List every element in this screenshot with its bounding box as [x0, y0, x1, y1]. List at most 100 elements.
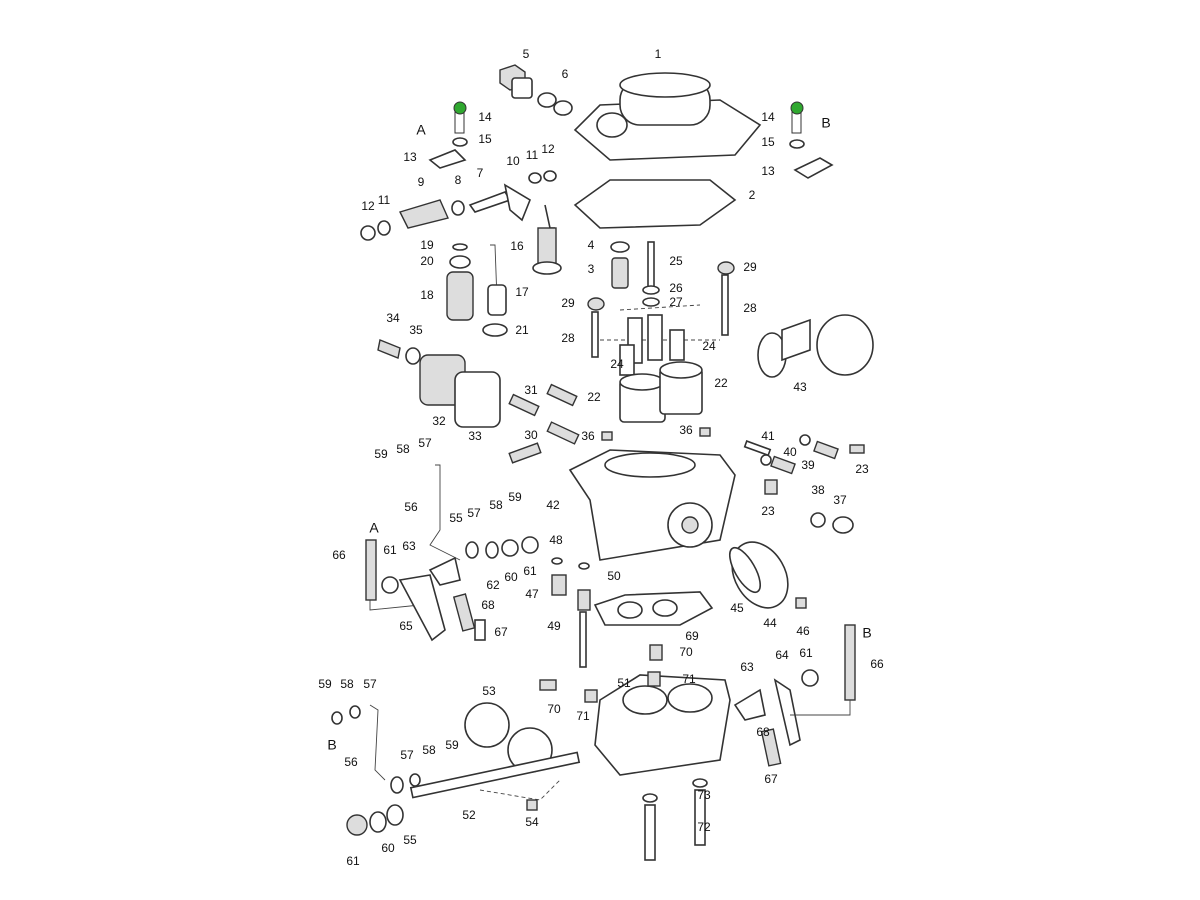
part-screw-green-b	[790, 101, 804, 134]
callout-label: 5	[523, 47, 530, 61]
callout-label: 15	[761, 135, 775, 149]
callout-label: 4	[588, 238, 595, 252]
callout-label: 7	[477, 166, 484, 180]
callout-label: 33	[468, 429, 482, 443]
callout-label: 24	[610, 357, 624, 371]
callout-label: 36	[581, 429, 595, 443]
callout-label: 38	[811, 483, 825, 497]
group-marker-b: B	[862, 625, 871, 641]
callout-label: 12	[541, 142, 555, 156]
callout-label: 17	[515, 285, 529, 299]
callout-label: 29	[561, 296, 575, 310]
part-drawings	[331, 64, 874, 861]
callout-label: 71	[576, 709, 590, 723]
callout-label: 19	[420, 238, 434, 252]
callout-label: 43	[793, 380, 807, 394]
callout-label: 57	[467, 506, 481, 520]
callout-label: 8	[455, 173, 462, 187]
callout-label: 53	[482, 684, 496, 698]
callout-label: 59	[374, 447, 388, 461]
callout-label: 61	[346, 854, 360, 868]
callout-label: 50	[607, 569, 621, 583]
callout-label: 46	[796, 624, 810, 638]
callout-label: 59	[508, 490, 522, 504]
callout-label: 41	[761, 429, 775, 443]
callout-label: 22	[714, 376, 728, 390]
callout-label: 66	[332, 548, 346, 562]
callout-label: 24	[702, 339, 716, 353]
callout-label: 28	[743, 301, 757, 315]
callout-label: 59	[445, 738, 459, 752]
callout-label: 6	[562, 67, 569, 81]
callout-label: 15	[478, 132, 492, 146]
callout-label: 35	[409, 323, 423, 337]
callout-label: 57	[363, 677, 377, 691]
callout-label: 58	[340, 677, 354, 691]
part-carburetor-cover	[573, 72, 762, 161]
callout-label: 34	[386, 311, 400, 325]
callout-label: 65	[399, 619, 413, 633]
callout-label: 45	[730, 601, 744, 615]
callout-label: 55	[449, 511, 463, 525]
callout-label: 26	[669, 281, 683, 295]
callout-label: 55	[403, 833, 417, 847]
callout-label: 18	[420, 288, 434, 302]
callout-label: 57	[400, 748, 414, 762]
group-marker-a: A	[416, 122, 426, 138]
callout-label: 72	[697, 820, 711, 834]
callout-label: 58	[489, 498, 503, 512]
callout-label: 57	[418, 436, 432, 450]
callout-label: 66	[870, 657, 884, 671]
callout-label: 9	[418, 175, 425, 189]
callout-label: 11	[378, 193, 391, 207]
callout-label: 29	[743, 260, 757, 274]
callout-label: 27	[669, 295, 683, 309]
group-marker-b: B	[327, 737, 336, 753]
callout-label: 54	[525, 815, 539, 829]
callout-label: 20	[420, 254, 434, 268]
callout-label: 73	[697, 788, 711, 802]
callout-label: 61	[523, 564, 537, 578]
callout-label: 42	[546, 498, 560, 512]
callout-label: 58	[396, 442, 410, 456]
callout-label: 16	[510, 239, 524, 253]
callout-label: 1	[655, 47, 662, 61]
callout-label: 59	[318, 677, 332, 691]
callout-label: 25	[669, 254, 683, 268]
callout-label: 52	[462, 808, 476, 822]
callout-label: 49	[547, 619, 561, 633]
part-carburetor-body	[568, 449, 736, 561]
callout-label: 58	[422, 743, 436, 757]
callout-label: 60	[381, 841, 395, 855]
callout-label: 62	[486, 578, 500, 592]
callout-label: 61	[383, 543, 397, 557]
callout-label: 13	[761, 164, 775, 178]
callout-label: 47	[525, 587, 539, 601]
part-plug-and-washers	[499, 64, 573, 116]
callout-label: 28	[561, 331, 575, 345]
callout-label: 56	[404, 500, 418, 514]
callout-label: 12	[361, 199, 375, 213]
callout-label: 70	[547, 702, 561, 716]
callout-label: 22	[587, 390, 601, 404]
callout-label: 36	[679, 423, 693, 437]
callout-label: 56	[344, 755, 358, 769]
callout-label: 39	[801, 458, 815, 472]
callout-label: 40	[783, 445, 797, 459]
callout-label: 23	[855, 462, 869, 476]
callout-label: 14	[761, 110, 775, 124]
callout-label: 21	[515, 323, 529, 337]
callout-label: 63	[402, 539, 416, 553]
callout-label: 23	[761, 504, 775, 518]
callout-label: 60	[504, 570, 518, 584]
callout-label: 64	[775, 648, 789, 662]
callout-label: 37	[833, 493, 847, 507]
callout-label: 48	[549, 533, 563, 547]
callout-label: 10	[506, 154, 520, 168]
callout-label: 44	[763, 616, 777, 630]
callout-label: 32	[432, 414, 446, 428]
callout-label: 30	[524, 428, 538, 442]
callout-label: 70	[679, 645, 693, 659]
